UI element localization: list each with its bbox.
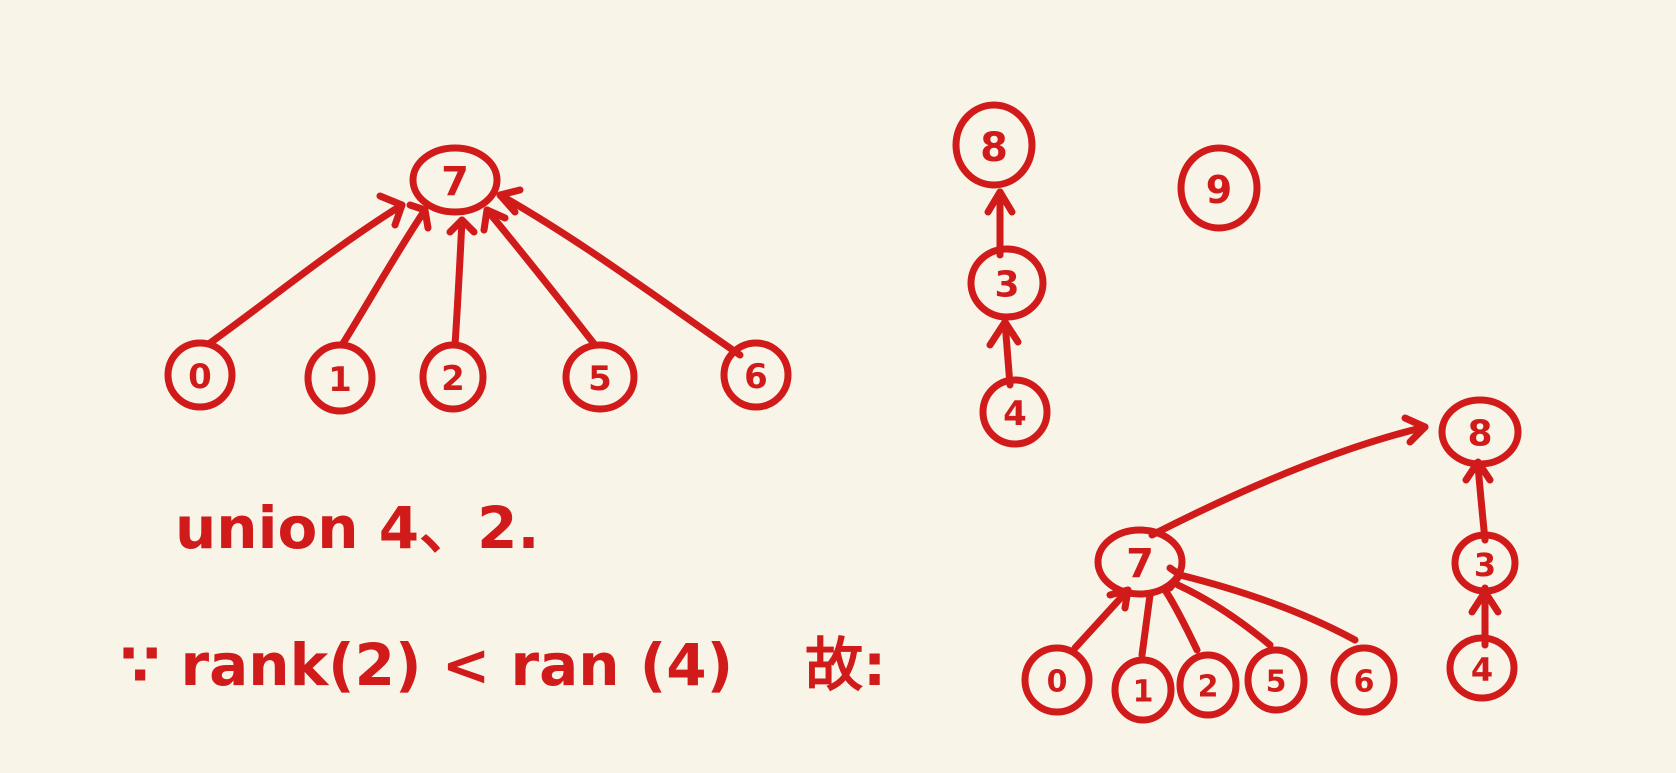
- result-edges: [1071, 414, 1502, 659]
- arrowhead-1: [406, 201, 432, 232]
- edge-4-to-3: [1001, 318, 1014, 389]
- node-8-result: 8: [1438, 396, 1522, 468]
- arrowhead-6: [496, 186, 524, 216]
- edge-2-to-7-result: [1161, 586, 1201, 654]
- node-3-b: 3: [967, 245, 1047, 321]
- svg-text:0: 0: [188, 357, 212, 397]
- node-8-b: 8: [952, 101, 1036, 189]
- edge-7-to-8-result: [1148, 423, 1429, 539]
- edge-6-to-7: [496, 191, 744, 359]
- svg-text:3: 3: [994, 265, 1019, 306]
- edge-1-to-7: [338, 206, 429, 349]
- tree-b-edges: [984, 188, 1022, 389]
- node-1-a: 1: [304, 341, 376, 415]
- svg-text:1: 1: [328, 360, 352, 400]
- svg-text:7: 7: [1126, 541, 1154, 587]
- node-6-result: 6: [1330, 644, 1398, 716]
- edge-1-to-7-result: [1138, 591, 1154, 659]
- arrowhead-2: [446, 216, 478, 236]
- svg-text:5: 5: [588, 359, 612, 399]
- svg-text:2: 2: [441, 359, 465, 399]
- arrowhead-4-3: [986, 318, 1022, 349]
- node-0-a: 0: [164, 339, 236, 411]
- edge-2-to-7: [451, 216, 466, 349]
- svg-text:3: 3: [1474, 546, 1496, 584]
- edge-5-to-7: [483, 206, 599, 349]
- svg-text:1: 1: [1133, 675, 1154, 710]
- notes: union 4、2. ∵ rank(2) < ran (4) 故:: [120, 494, 886, 699]
- node-5-a: 5: [562, 341, 638, 413]
- svg-text:9: 9: [1206, 168, 1232, 212]
- svg-text:8: 8: [1467, 414, 1492, 455]
- node-7-result: 7: [1094, 526, 1186, 598]
- node-6-a: 6: [720, 339, 792, 411]
- node-1-result: 1: [1111, 656, 1175, 724]
- node-0-result: 0: [1021, 644, 1093, 716]
- note-rank-compare: ∵ rank(2) < ran (4): [120, 631, 733, 699]
- svg-text:6: 6: [1354, 665, 1375, 700]
- edge-0-to-7: [206, 201, 406, 347]
- note-union: union 4、2.: [175, 494, 540, 562]
- arrowhead-3-8: [984, 188, 1016, 216]
- node-3-result: 3: [1451, 531, 1519, 595]
- svg-text:6: 6: [744, 357, 768, 397]
- node-7-a: 7: [409, 144, 501, 216]
- edge-0-to-7-result: [1071, 586, 1132, 652]
- arrowhead-5: [480, 206, 509, 234]
- node-9: 9: [1177, 144, 1261, 232]
- svg-text:4: 4: [1003, 394, 1027, 434]
- svg-text:7: 7: [441, 159, 469, 205]
- svg-text:5: 5: [1266, 665, 1287, 700]
- node-2-result: 2: [1176, 651, 1240, 719]
- edge-6-to-7-result: [1176, 571, 1359, 644]
- svg-text:8: 8: [980, 125, 1008, 171]
- svg-text:2: 2: [1198, 670, 1219, 705]
- node-4-result: 4: [1446, 634, 1518, 702]
- arrowhead-7-8: [1401, 414, 1429, 446]
- edge-5-to-7-result: [1174, 581, 1274, 649]
- arrowhead-0: [376, 192, 406, 229]
- node-4-b: 4: [979, 376, 1051, 448]
- tree-a-edges: [206, 186, 744, 359]
- svg-text:4: 4: [1471, 651, 1493, 689]
- svg-text:0: 0: [1047, 665, 1068, 700]
- node-2-a: 2: [419, 341, 487, 413]
- note-therefore: 故:: [805, 631, 886, 699]
- node-5-result: 5: [1244, 646, 1308, 714]
